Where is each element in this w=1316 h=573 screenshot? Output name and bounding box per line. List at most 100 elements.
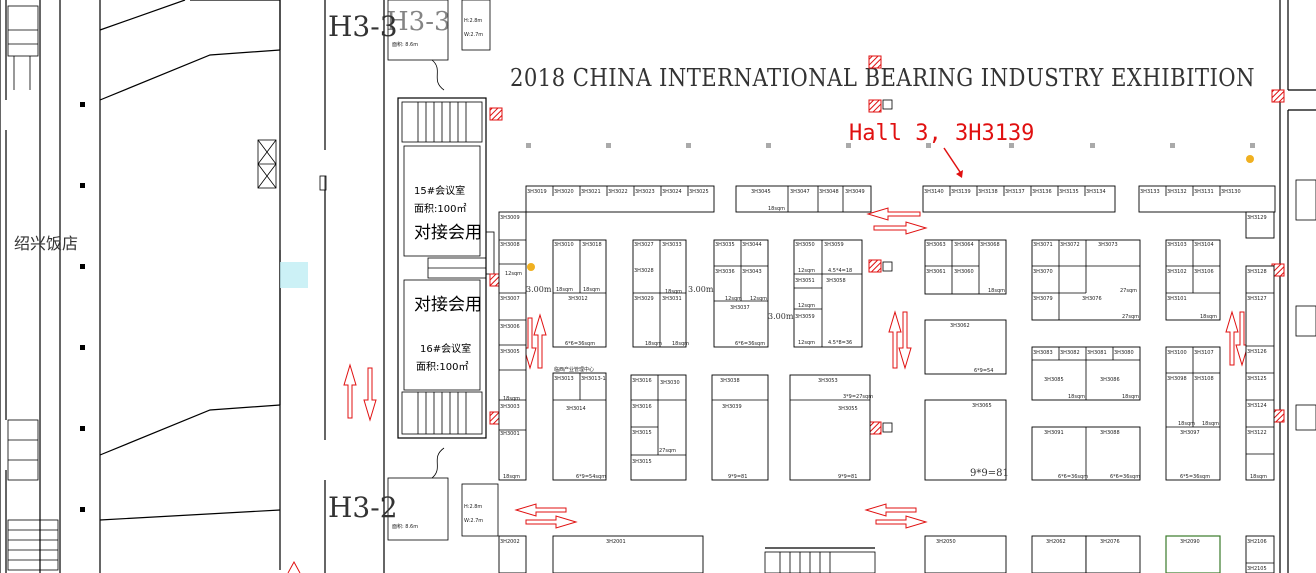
- booth-block: 3H3010 3H3018 3H3012 18sqm 18sqm 6*6=36s…: [552, 239, 607, 348]
- booth-label: 3H3059: [824, 242, 844, 248]
- booth-label: 3H3136: [1032, 189, 1052, 195]
- booth-label: 3H3016: [632, 404, 652, 410]
- booth-label: 3H3132: [1167, 189, 1187, 195]
- booth-label: 3H2050: [936, 539, 956, 545]
- area-note: 18sqm: [665, 289, 682, 295]
- booth-label: 3H3036: [715, 269, 735, 275]
- booth-label: 3H3021: [581, 189, 601, 195]
- booth-label: 3H3006: [500, 324, 520, 330]
- area-note: 18sqm: [503, 474, 520, 480]
- booth-label: 3H3023: [635, 189, 655, 195]
- booth-column-left: 3H3009 3H3008 3H3007 3H3006 3H3005 3H300…: [498, 211, 527, 481]
- booth-label: 3H3003: [500, 404, 520, 410]
- booth-label: 3H3130: [1221, 189, 1241, 195]
- booth-label: 3H3043: [742, 269, 762, 275]
- area-note: 27sqm: [1122, 314, 1139, 320]
- center-note: 临西产业管理中心: [554, 366, 594, 373]
- booth-block: 3H3062 6*9=54: [924, 319, 1007, 375]
- booth-label: 3H3022: [608, 189, 628, 195]
- booth-label: 3H3104: [1194, 242, 1214, 248]
- booth-label: 3H3045: [751, 189, 771, 195]
- area-note: 6*6=36sqm: [1110, 474, 1140, 480]
- aisle-width: 3.00m: [688, 285, 714, 294]
- meeting-room-name: 15#会议室: [414, 184, 465, 197]
- room-dim-area-top: 面积: 8.6m: [392, 41, 418, 48]
- booth-label: 3H3049: [845, 189, 865, 195]
- area-note: 18sqm: [1068, 394, 1085, 400]
- room-dim-w-top: W:2.7m: [464, 32, 483, 38]
- area-note: 3*9=27sqm: [843, 394, 873, 400]
- booth-label: 3H3063: [926, 242, 946, 248]
- area-note: 12sqm: [750, 296, 767, 302]
- booth-label: 3H3122: [1247, 430, 1267, 436]
- booth-label: 3H3137: [1005, 189, 1025, 195]
- room-dim-h-top: H:2.8m: [464, 18, 482, 24]
- aisle-width: 3.00m: [768, 312, 794, 321]
- booth-label: 3H2090: [1180, 539, 1200, 545]
- area-note: 12sqm: [798, 268, 815, 274]
- meeting-room-use: 对接会用: [414, 223, 482, 243]
- booth-label: 3H3008: [500, 242, 520, 248]
- booth-label: 3H3129: [1247, 215, 1267, 221]
- booth-label: 3H3138: [978, 189, 998, 195]
- area-note: 6*5=36sqm: [1180, 474, 1210, 480]
- area-note: 18sqm: [672, 341, 689, 347]
- hotel-building: 绍兴饭店: [0, 0, 327, 573]
- hall-label-upper: H3-3: [328, 10, 398, 43]
- area-note: 9*9=81: [970, 468, 1009, 479]
- area-note: 12sqm: [725, 296, 742, 302]
- booth-block: 3H3100 3H3107 3H3098 3H3108 3H3097 18sqm…: [1165, 346, 1221, 481]
- booth-label: 3H3073: [1098, 242, 1118, 248]
- area-note: 6*9=54sqm: [576, 474, 606, 480]
- area-note: 18sqm: [1202, 421, 1219, 427]
- exhibition-title: 2018 CHINA INTERNATIONAL BEARING INDUSTR…: [510, 64, 1255, 92]
- booth-label: 3H3079: [1033, 296, 1053, 302]
- booth-label: 3H3044: [742, 242, 762, 248]
- booth-label: 3H2105: [1247, 566, 1267, 572]
- booth-label: 3H3039: [722, 404, 742, 410]
- area-note: 18sqm: [1250, 474, 1267, 480]
- booth-label: 3H3100: [1167, 350, 1187, 356]
- booth-label: 3H3125: [1247, 376, 1267, 382]
- booth-label: 3H3126: [1247, 349, 1267, 355]
- booth-label: 3H3029: [634, 296, 654, 302]
- booth-label: 3H3135: [1059, 189, 1079, 195]
- booth-column-right: 3H3129 3H3128 3H3127 3H3126 3H3125 3H312…: [1245, 211, 1275, 481]
- booth-label: 3H3061: [926, 269, 946, 275]
- area-note: 18sqm: [503, 396, 520, 402]
- booth-label: 3H3033: [662, 242, 682, 248]
- area-note: 18sqm: [1122, 394, 1139, 400]
- booth-block: 3H3053 3H3055 3*9=27sqm 9*9=81: [789, 374, 873, 481]
- booth-label: 3H3028: [634, 268, 654, 274]
- booth-block: 3H3091 3H3088 6*6=36sqm 6*6=36sqm: [1031, 426, 1141, 481]
- aisle-width: 3.00m: [526, 285, 552, 294]
- booth-label: 3H3005: [500, 349, 520, 355]
- booth-label: 3H3106: [1194, 269, 1214, 275]
- flow-arrows: [287, 207, 1249, 573]
- booth-label: 3H3015: [632, 459, 652, 465]
- booth-label: 3H3071: [1033, 242, 1053, 248]
- hotel-name: 绍兴饭店: [14, 234, 78, 253]
- booth-block: 3H3050 3H3059 3H3051 3H3058 3H3059 4.5*4…: [793, 239, 863, 348]
- booth-label: 3H3097: [1180, 430, 1200, 436]
- area-note: 18sqm: [645, 341, 662, 347]
- booth-label: 3H3018: [582, 242, 602, 248]
- room-dim-area-bot: 面积: 8.6m: [392, 523, 418, 530]
- booth-label: 3H3127: [1247, 296, 1267, 302]
- booth-label: 3H3072: [1060, 242, 1080, 248]
- booth-label: 3H3027: [634, 242, 654, 248]
- booth-label: 3H3128: [1247, 269, 1267, 275]
- area-note: 12sqm: [798, 303, 815, 309]
- booth-label: 3H3016: [632, 378, 652, 384]
- booth-label: 3H3055: [838, 406, 858, 412]
- booth-label: 3H3083: [1033, 350, 1053, 356]
- booth-row-top: 3H3019 3H3020 3H3021 3H3022 3H3023 3H302…: [525, 185, 1276, 213]
- booth-label: 3H3050: [795, 242, 815, 248]
- booth-label: 3H3064: [954, 242, 974, 248]
- booth-label: 3H3082: [1060, 350, 1080, 356]
- booth-row-bottom: 3H2002 3H2001 3H2050 3H2062 3H2076 3H209…: [498, 535, 1275, 573]
- booth-label: 3H3086: [1100, 377, 1120, 383]
- booth-block: 3H3065 9*9=81: [924, 399, 1009, 481]
- area-note: 9*9=81: [728, 474, 747, 480]
